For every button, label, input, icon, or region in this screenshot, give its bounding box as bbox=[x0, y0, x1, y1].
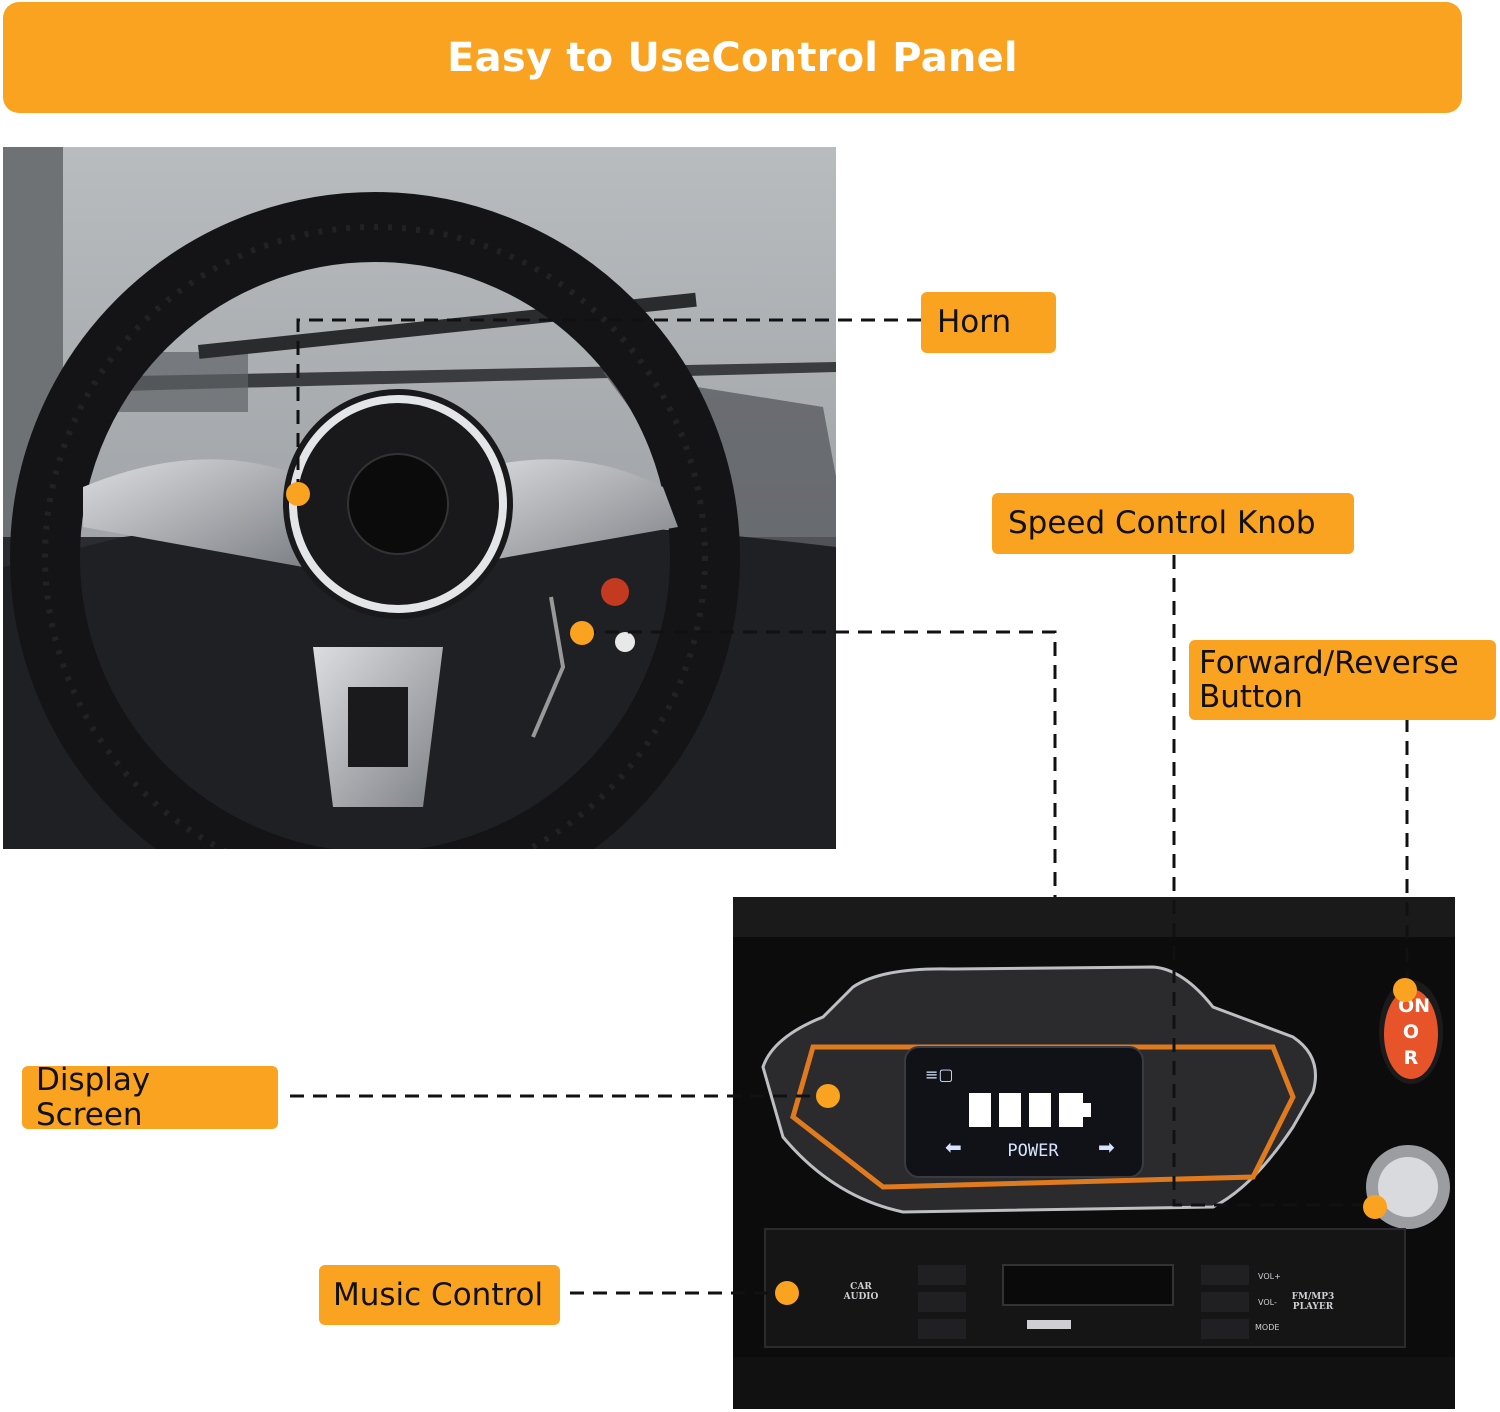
svg-text:PLAYER: PLAYER bbox=[1293, 1302, 1334, 1312]
screen-power-text: POWER bbox=[1007, 1141, 1059, 1161]
music-label: Music Control bbox=[333, 1276, 544, 1313]
dashboard-illustration: POWER ⬅ ➡ ≡▢ CAR AUDIO FM/MP3 PLAYER VOL… bbox=[733, 897, 1455, 1409]
display-callout: Display Screen bbox=[22, 1062, 278, 1133]
horn-callout: Horn bbox=[921, 292, 1056, 353]
svg-text:VOL+: VOL+ bbox=[1258, 1272, 1281, 1281]
steering-wheel-illustration bbox=[3, 147, 836, 849]
speed-knob-marker bbox=[1363, 1195, 1387, 1219]
fwd-rev-marker bbox=[1393, 978, 1417, 1002]
display-marker bbox=[816, 1084, 840, 1108]
svg-text:➡: ➡ bbox=[1098, 1135, 1115, 1159]
svg-text:CAR: CAR bbox=[850, 1282, 872, 1292]
dashboard-photo: POWER ⬅ ➡ ≡▢ CAR AUDIO FM/MP3 PLAYER VOL… bbox=[733, 897, 1455, 1409]
switch-label-r: R bbox=[1403, 1047, 1419, 1069]
speed-knob-label: Speed Control Knob bbox=[1008, 505, 1316, 542]
banner-title: Easy to UseControl Panel bbox=[447, 34, 1018, 81]
music-callout: Music Control bbox=[319, 1265, 560, 1325]
title-banner: Easy to UseControl Panel bbox=[3, 2, 1462, 113]
switch-label-o: O bbox=[1402, 1021, 1420, 1043]
horn-marker bbox=[286, 482, 310, 506]
steering-wheel-photo bbox=[3, 147, 836, 849]
svg-text:≡▢: ≡▢ bbox=[925, 1065, 954, 1084]
key-marker bbox=[570, 621, 594, 645]
svg-text:⬅: ⬅ bbox=[945, 1135, 962, 1159]
switch-labels: ON O R bbox=[1398, 993, 1430, 1071]
svg-text:FM/MP3: FM/MP3 bbox=[1292, 1292, 1335, 1302]
fwd-rev-label: Forward/Reverse Button bbox=[1199, 645, 1459, 716]
speed-knob-callout: Speed Control Knob bbox=[992, 493, 1354, 554]
fwd-rev-callout: Forward/Reverse Button bbox=[1189, 640, 1496, 720]
display-label: Display Screen bbox=[36, 1062, 151, 1133]
music-marker bbox=[775, 1281, 799, 1305]
horn-label: Horn bbox=[937, 304, 1012, 341]
svg-text:AUDIO: AUDIO bbox=[843, 1292, 879, 1302]
svg-text:MODE: MODE bbox=[1255, 1323, 1279, 1332]
svg-text:VOL-: VOL- bbox=[1258, 1298, 1277, 1307]
